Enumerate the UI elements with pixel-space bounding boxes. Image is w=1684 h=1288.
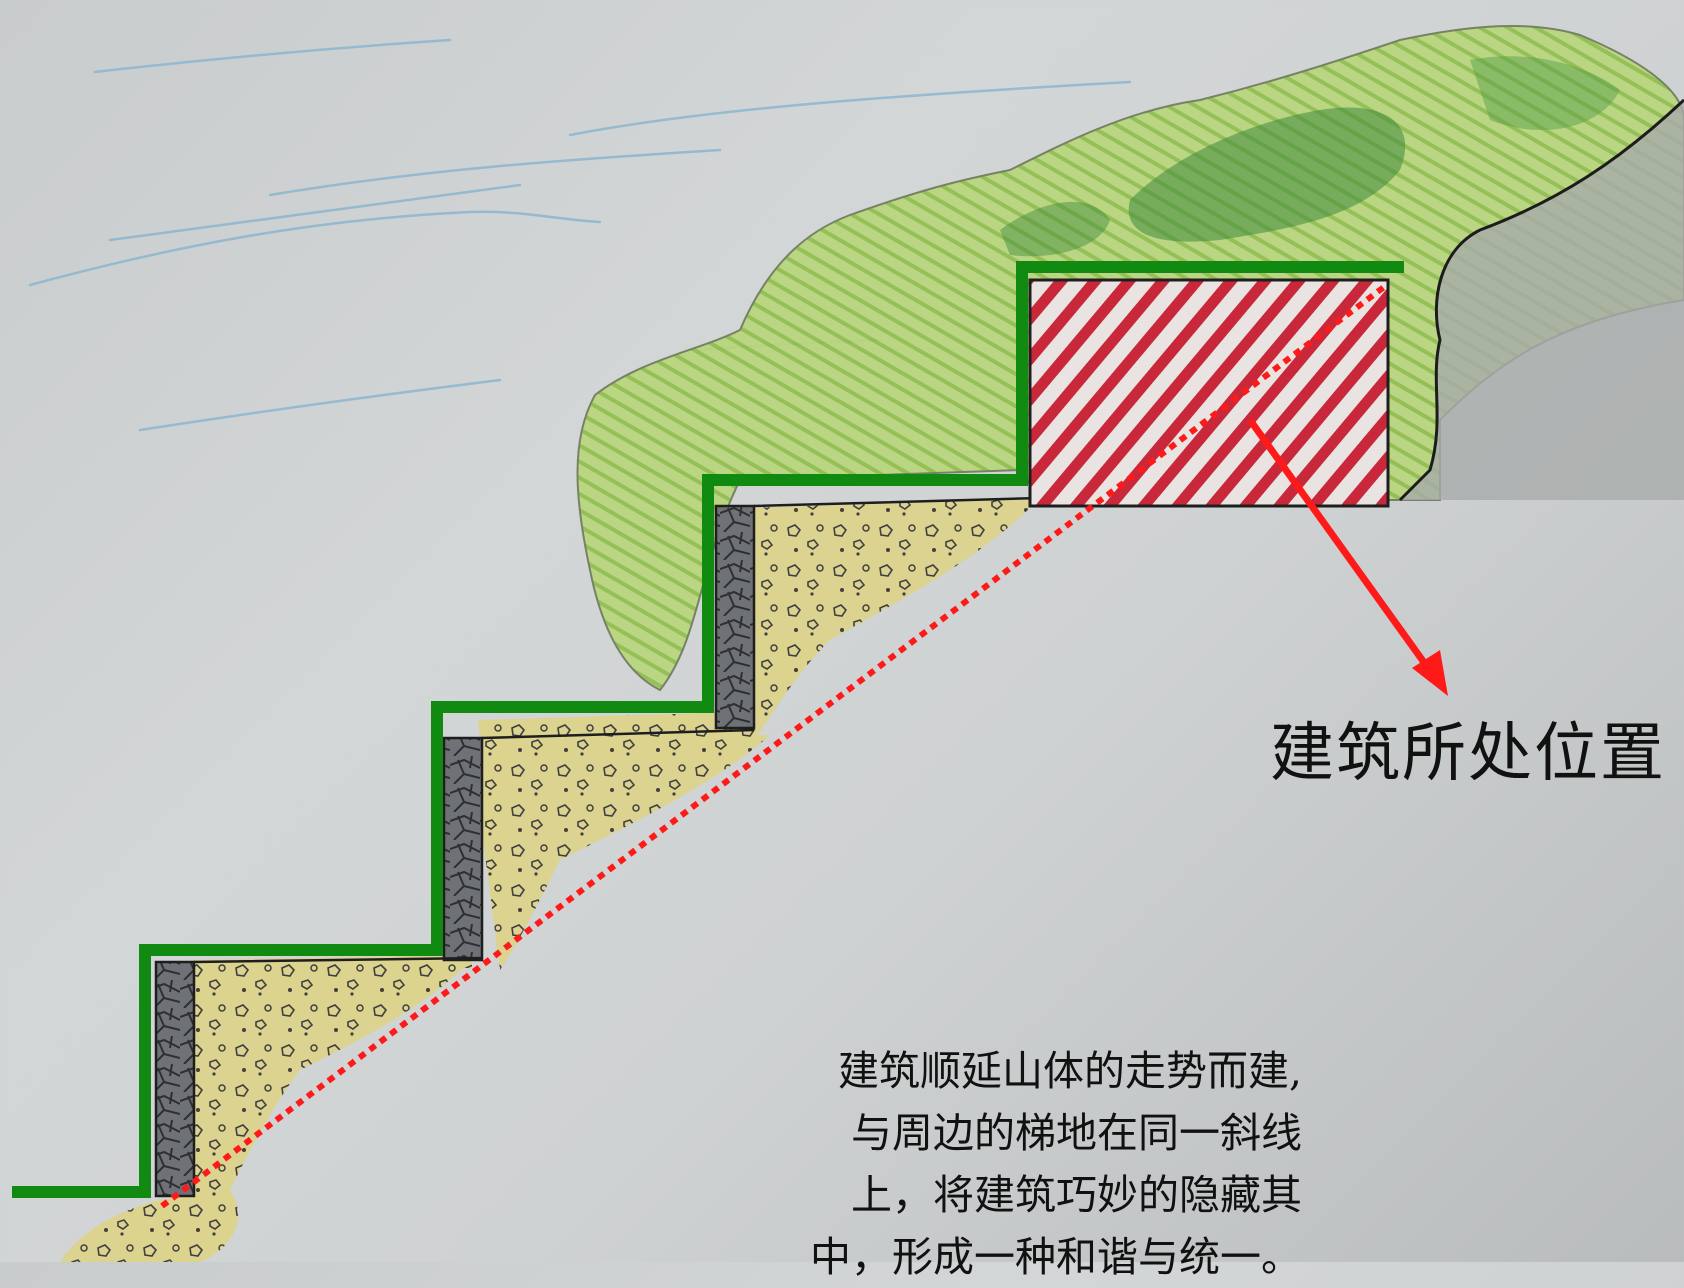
description-line: 建筑顺延山体的走势而建, [742, 1040, 1302, 1102]
building-zone [1030, 280, 1388, 506]
description-text: 建筑顺延山体的走势而建, 与周边的梯地在同一斜线 上，将建筑巧妙的隐藏其 中，形… [742, 1040, 1302, 1288]
description-line: 上，将建筑巧妙的隐藏其 [742, 1164, 1302, 1226]
building-location-label: 建筑所处位置 [1270, 702, 1666, 794]
description-line: 与周边的梯地在同一斜线 [742, 1102, 1302, 1164]
description-line: 中，形成一种和谐与统一。 [742, 1226, 1302, 1288]
